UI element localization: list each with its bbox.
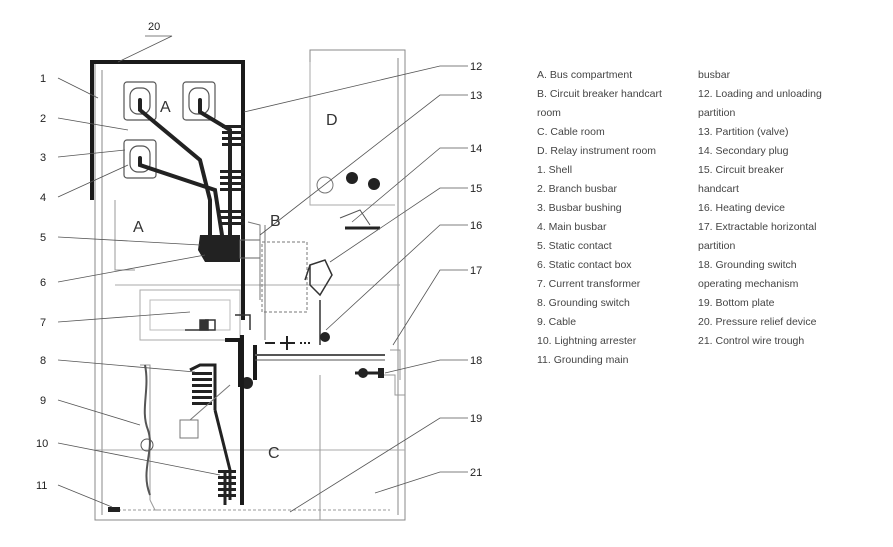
cabinet-shell	[94, 49, 406, 521]
callout-20: 20	[148, 21, 160, 33]
arrester-link	[189, 384, 231, 421]
legend-item: room	[537, 107, 561, 119]
legend-item: 14. Secondary plug	[698, 145, 789, 157]
legend-item: 3. Busbar bushing	[537, 202, 622, 214]
legend-item: 20. Pressure relief device	[698, 316, 817, 328]
legend-item: 4. Main busbar	[537, 221, 607, 233]
callout-numbers: 20 1 2 3 4 5 6 7 8 9 10 11 12 13 14 15 1…	[36, 21, 482, 492]
indicator-lamp-2	[368, 178, 380, 190]
legend-item: 15. Circuit breaker	[698, 164, 784, 176]
callout-13: 13	[470, 90, 482, 102]
grounding-switch-mechanism	[358, 368, 368, 378]
callout-5: 5	[40, 232, 46, 244]
callout-10: 10	[36, 438, 48, 450]
legend-column-1: A. Bus compartment B. Circuit breaker han…	[537, 66, 662, 370]
bus-compartment-frame	[90, 60, 245, 320]
insulator-stacks	[220, 125, 244, 225]
callout-2: 2	[40, 113, 46, 125]
callout-14: 14	[470, 143, 482, 155]
callout-6: 6	[40, 277, 46, 289]
room-label-d: D	[326, 112, 338, 129]
relay-knob	[316, 176, 334, 194]
static-contact	[198, 235, 261, 262]
breaker-room-partition	[247, 221, 308, 340]
cable-coil	[218, 470, 236, 497]
callout-11: 11	[36, 480, 47, 492]
arrester-stack	[192, 372, 212, 405]
legend-item: 17. Extractable horizontal	[698, 221, 817, 233]
room-labels: A A B C D	[133, 99, 338, 462]
legend-item: 18. Grounding switch	[698, 259, 797, 271]
callout-21: 21	[470, 467, 482, 479]
legend-item: 11. Grounding main	[537, 354, 629, 366]
grounding-switch-mechanism-handle	[378, 368, 384, 378]
room-label-b: B	[270, 213, 281, 230]
callout-19: 19	[470, 413, 482, 425]
legend-item: partition	[698, 107, 736, 119]
legend-item: 8. Grounding switch	[537, 297, 630, 309]
arrester-lead	[189, 363, 217, 410]
grounding-main-busbar	[108, 507, 120, 512]
callout-18: 18	[470, 355, 482, 367]
switchgear-cross-section-diagram: 20 1 2 3 4 5 6 7 8 9 10 11 12 13 14 15 1…	[36, 21, 482, 521]
legend-item: partition	[698, 240, 736, 252]
room-label-a-lower: A	[133, 219, 144, 236]
callout-16: 16	[470, 220, 482, 232]
legend-item: operating mechanism	[698, 278, 799, 290]
callout-9: 9	[40, 395, 46, 407]
arrester-base	[179, 419, 199, 439]
room-label-c: C	[268, 445, 280, 462]
left-cable	[143, 364, 151, 496]
legend-item: busbar	[698, 69, 731, 81]
legend-item: 7. Current transformer	[537, 278, 641, 290]
leader-lines	[57, 35, 468, 513]
callout-8: 8	[40, 355, 46, 367]
callout-1: 1	[40, 73, 46, 85]
callout-3: 3	[40, 152, 46, 164]
callout-4: 4	[40, 192, 46, 204]
legend-item: 13. Partition (valve)	[698, 126, 789, 138]
legend-item: C. Cable room	[537, 126, 605, 138]
callout-17: 17	[470, 265, 482, 277]
legend-item: 9. Cable	[537, 316, 577, 328]
legend-item: 6. Static contact box	[537, 259, 632, 271]
legend-item: handcart	[698, 183, 739, 195]
legend-item: 21. Control wire trough	[698, 335, 805, 347]
legend-item: 19. Bottom plate	[698, 297, 775, 309]
legend-item: A. Bus compartment	[537, 69, 633, 81]
current-transformer	[185, 314, 251, 331]
legend-item: 5. Static contact	[537, 240, 612, 252]
busbar-bushings	[123, 81, 216, 179]
legend-item: 2. Branch busbar	[537, 183, 617, 195]
secondary-plug-body	[339, 209, 371, 226]
legend-column-2: busbar 12. Loading and unloading partition…	[698, 66, 822, 351]
moving-contact	[265, 336, 310, 350]
callout-12: 12	[470, 61, 482, 73]
circuit-breaker-handcart	[304, 259, 333, 345]
legend-item: 16. Heating device	[698, 202, 785, 214]
indicator-lamp-1	[346, 172, 358, 184]
legend-item: 10. Lightning arrester	[537, 335, 637, 347]
heating-device	[320, 332, 330, 342]
legend-item: 12. Loading and unloading	[698, 88, 822, 100]
left-cable-ring	[140, 438, 154, 452]
legend-item: 1. Shell	[537, 164, 573, 176]
room-label-a-upper: A	[160, 99, 171, 116]
callout-15: 15	[470, 183, 482, 195]
callout-7: 7	[40, 317, 46, 329]
legend-item: B. Circuit breaker handcart	[537, 88, 662, 100]
legend-item: D. Relay instrument room	[537, 145, 657, 157]
